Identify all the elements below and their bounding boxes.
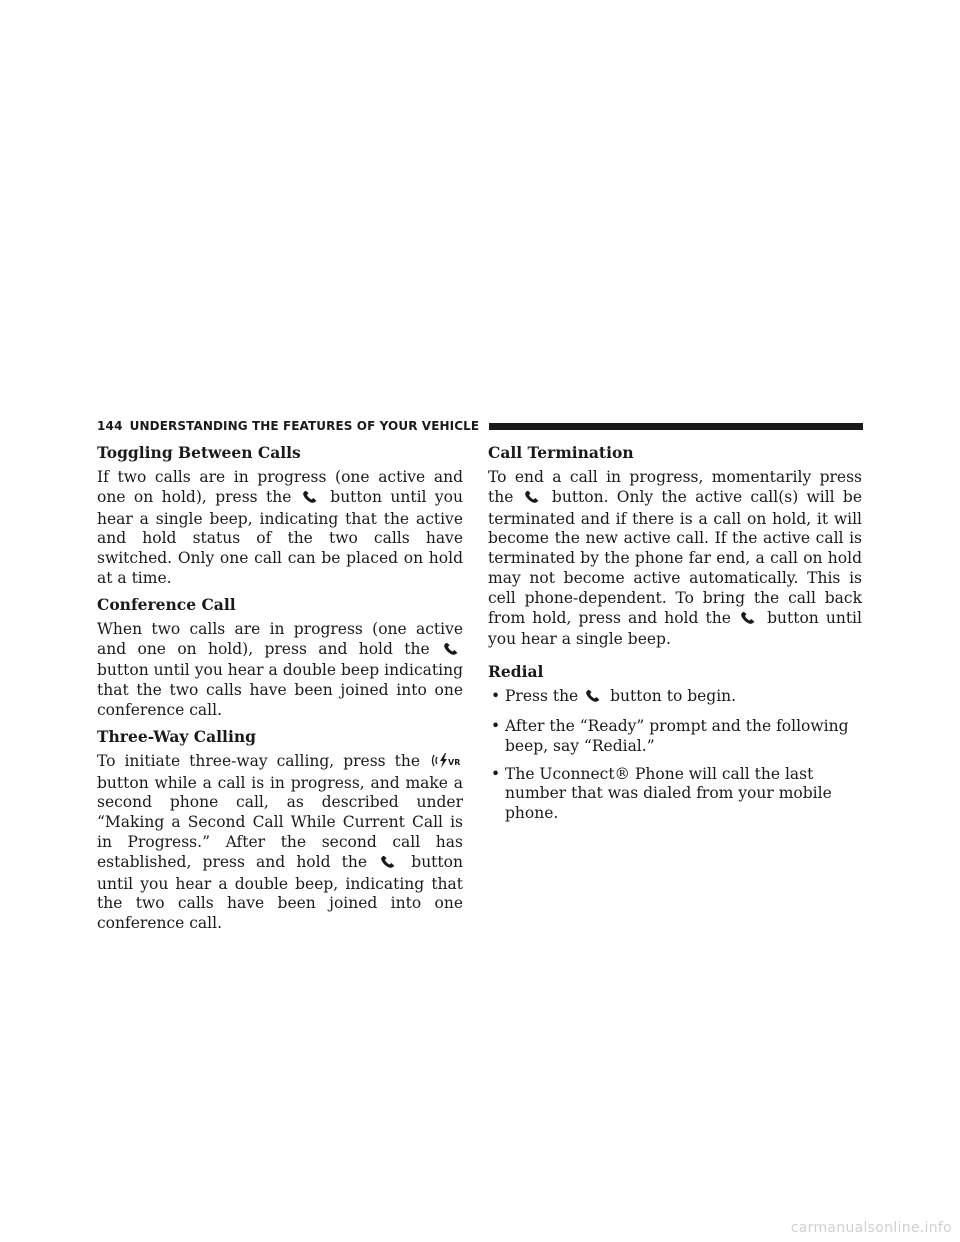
header-rule [489, 422, 863, 430]
paragraph-toggling: If two calls are in progress (one active… [97, 468, 463, 587]
left-column: Toggling Between Calls If two calls are … [97, 443, 463, 940]
phone-handset-icon [380, 855, 398, 875]
heading-conference: Conference Call [97, 594, 236, 614]
right-column: Call Termination To end a call in progre… [488, 443, 862, 832]
phone-handset-icon [740, 611, 758, 631]
phone-handset-icon [302, 490, 320, 510]
phone-handset-icon [443, 642, 461, 662]
svg-text:VR: VR [448, 758, 460, 767]
phone-handset-icon [585, 689, 603, 709]
paragraph-conference: When two calls are in progress (one acti… [97, 619, 463, 719]
bullet-icon: • [491, 764, 501, 783]
phone-handset-icon [524, 490, 542, 510]
section-title: UNDERSTANDING THE FEATURES OF YOUR VEHIC… [129, 419, 480, 433]
heading-call-termination: Call Termination [488, 443, 634, 462]
heading-toggling: Toggling Between Calls [97, 443, 301, 462]
bullet-icon: • [491, 687, 501, 706]
paragraph-call-termination: To end a call in progress, momentarily p… [488, 468, 862, 649]
list-item: • After the “Ready” prompt and the follo… [491, 716, 849, 755]
list-item: • The Uconnect® Phone will call the last… [491, 764, 832, 823]
list-item: • Press the button to begin. [488, 687, 862, 709]
paragraph-three-way: To initiate three-way calling, press the… [97, 751, 463, 933]
watermark: carmanualsonline.info [790, 1220, 952, 1236]
heading-redial: Redial [488, 662, 544, 682]
page-header: 144 UNDERSTANDING THE FEATURES OF YOUR V… [97, 417, 863, 435]
voice-command-icon: VR [431, 752, 461, 774]
heading-three-way: Three-Way Calling [97, 726, 256, 746]
redial-list: • Press the button to begin. • After the… [488, 687, 862, 824]
bullet-icon: • [491, 716, 501, 735]
page-number: 144 [97, 419, 123, 433]
